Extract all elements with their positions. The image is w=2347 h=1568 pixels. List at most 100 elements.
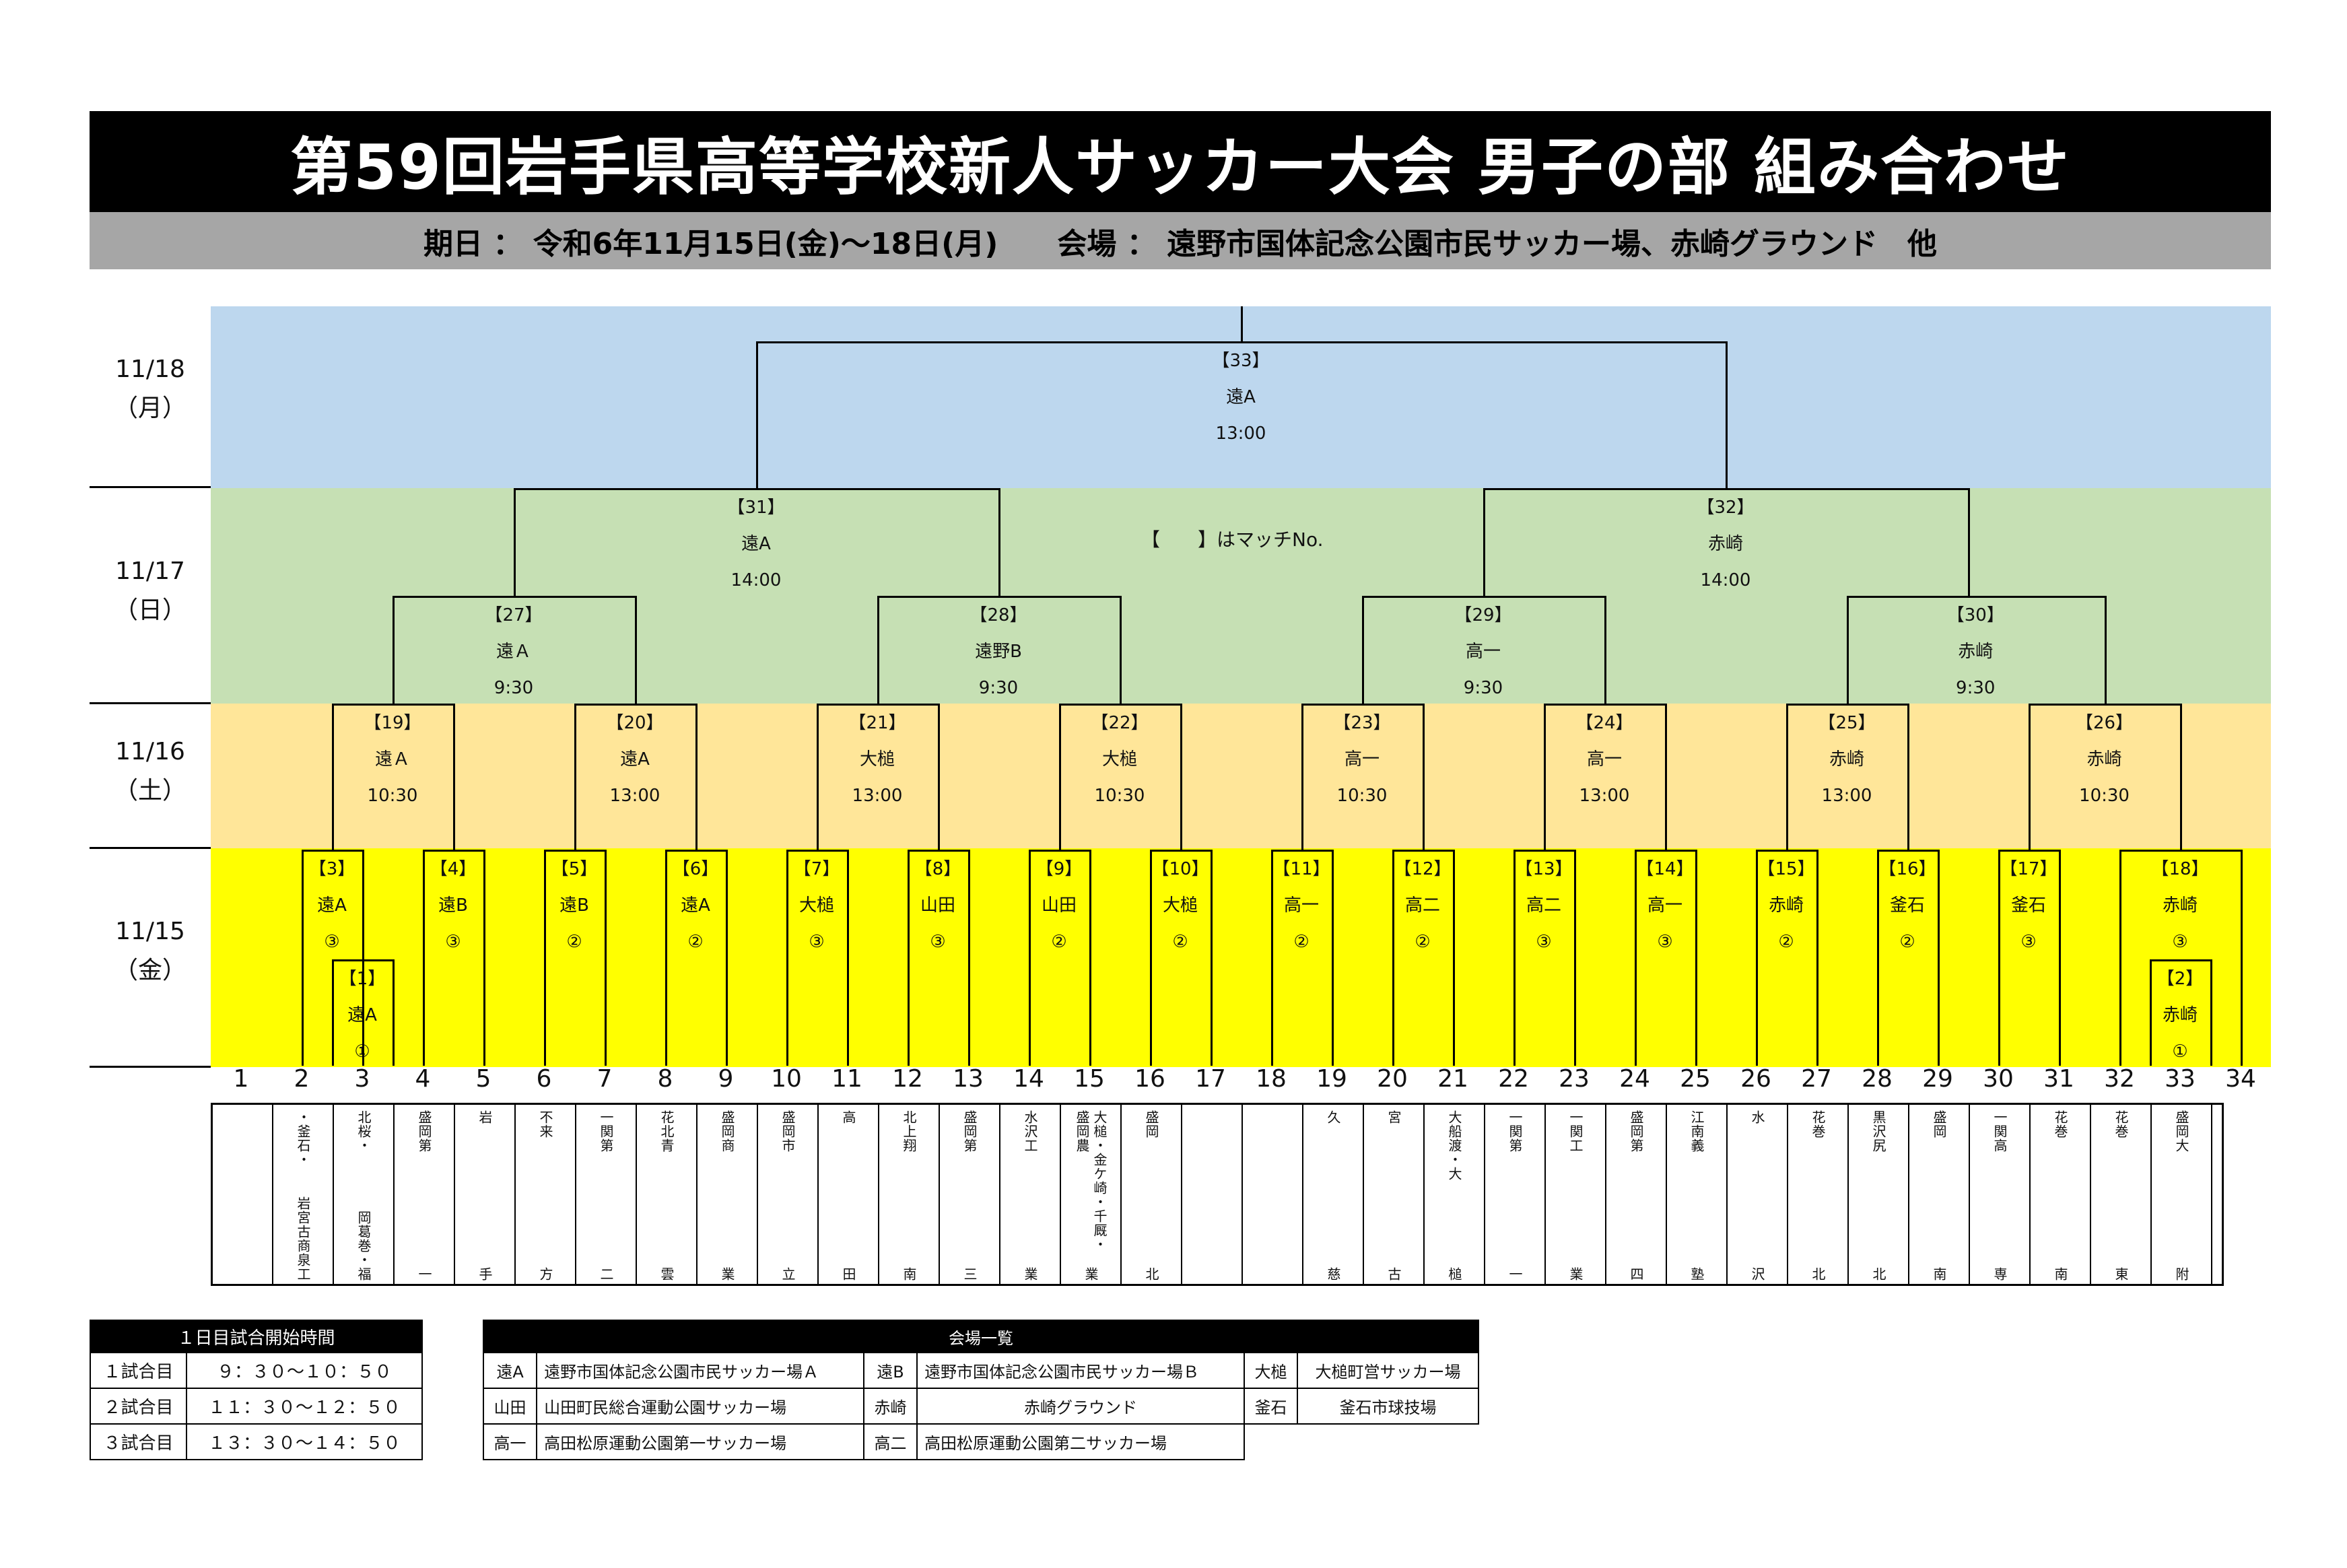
team-name-top: 久: [1325, 1110, 1341, 1124]
match-no: 【29】: [1454, 605, 1512, 625]
team-name-bottom: 方: [537, 1267, 553, 1281]
team-name-bottom: 業: [719, 1267, 735, 1281]
match-slot: ③: [2020, 932, 2037, 952]
team-name-top: 花巻: [2052, 1110, 2068, 1138]
slot-number: 34: [2225, 1065, 2256, 1093]
match-venue: 赤崎: [2086, 749, 2122, 770]
slot-number: 6: [536, 1065, 552, 1093]
slot-number: 13: [953, 1065, 984, 1093]
day-of-week: （月）: [113, 395, 186, 422]
match-slot: 13:00: [1215, 423, 1266, 444]
match-bracket-6: [665, 850, 728, 1066]
team-name-top: ・釜石・: [295, 1110, 311, 1167]
team-name-bottom: 北: [1870, 1267, 1886, 1281]
band-11-16: [211, 704, 2271, 848]
slot-number: 28: [1862, 1065, 1893, 1093]
team-name-top: 一関第: [598, 1110, 614, 1153]
match-no: 【6】: [672, 859, 719, 879]
team-cell-3: 北桜・岡葛巻・福: [334, 1105, 395, 1284]
slot-number: 29: [1922, 1065, 1953, 1093]
slot-number: 4: [415, 1065, 431, 1093]
team-name-bottom: 北: [1810, 1267, 1826, 1281]
team-name-bottom: 雲: [658, 1267, 675, 1281]
team-name-top: 花巻: [1810, 1110, 1826, 1138]
match-venue: 遠A: [347, 1005, 377, 1025]
team-name-top: 北上翔: [901, 1110, 917, 1153]
venue-name: 赤崎グラウンド: [916, 1388, 1245, 1425]
match-slot: 9:30: [1956, 678, 1996, 698]
match-venue: 大槌: [1162, 895, 1198, 916]
day-of-week: （金）: [113, 957, 186, 984]
slot-number: 21: [1437, 1065, 1468, 1093]
team-name-top: 盛岡第: [961, 1110, 978, 1153]
team-name-top: 盛岡: [1931, 1110, 1947, 1138]
match-slot: 14:00: [1700, 570, 1751, 590]
team-cell-4: 盛岡第一: [395, 1105, 455, 1284]
match-venue: 遠A: [317, 895, 347, 916]
venue-name: 遠野市国体記念公園市民サッカー場Ｂ: [916, 1352, 1245, 1389]
match-no: 【33】: [1212, 351, 1270, 371]
match-bracket-21: [817, 704, 940, 850]
match-no: 【5】: [551, 859, 598, 879]
match-venue: 遠A: [681, 895, 710, 916]
slot-number: 1: [233, 1065, 249, 1093]
team-cell-25: 江南義塾: [1667, 1105, 1728, 1284]
table-row: 遠A 遠野市国体記念公園市民サッカー場Ａ 遠B 遠野市国体記念公園市民サッカー場…: [482, 1352, 1479, 1389]
match-venue: 遠A: [741, 534, 771, 554]
match-no: 【1】: [339, 969, 386, 989]
team-name-top: 盛岡市: [780, 1110, 796, 1153]
slot-number: 26: [1740, 1065, 1771, 1093]
match-venue: 赤崎: [2162, 1005, 2198, 1025]
team-name-bottom: 南: [901, 1267, 917, 1281]
slot-number: 32: [2104, 1065, 2135, 1093]
match-venue: 釜石: [1889, 895, 1925, 916]
match-bracket-12: [1392, 850, 1455, 1066]
match-slot: ③: [1657, 932, 1673, 952]
team-cell-14: 水沢工業: [1000, 1105, 1061, 1284]
team-name-bottom: 塾: [1689, 1267, 1705, 1281]
final-stem: [1241, 306, 1243, 341]
match-no: 【17】: [2000, 859, 2057, 879]
slot-number: 16: [1134, 1065, 1165, 1093]
match-no: 【2】: [2156, 969, 2204, 989]
team-name-bottom: 三: [961, 1267, 978, 1281]
team-cell-16: 盛岡北: [1122, 1105, 1182, 1284]
slot-number: 20: [1377, 1065, 1408, 1093]
match-slot: ②: [1899, 932, 1915, 952]
venue-abbr: 遠B: [862, 1352, 918, 1389]
match-no: 【26】: [2075, 713, 2134, 733]
match-venue: 遠Ａ: [496, 642, 531, 662]
match-venue: 釜石: [2010, 895, 2046, 916]
team-name-bottom: 二: [598, 1267, 614, 1281]
team-name-bottom: 四: [1628, 1267, 1644, 1281]
match-bracket-15: [1756, 850, 1818, 1066]
slot-number: 12: [892, 1065, 923, 1093]
team-name-bottom: 岩宮古商泉工: [295, 1196, 311, 1281]
team-cell-27: 花巻北: [1788, 1105, 1849, 1284]
team-cell-9: 盛岡商業: [698, 1105, 758, 1284]
match-no: 【32】: [1697, 498, 1755, 518]
slot-number: 10: [771, 1065, 802, 1093]
event-dates-venue: 期日 ： 令和6年11月15日(金)～18日(月) 会場 ： 遠野市国体記念公園…: [90, 212, 2271, 269]
match-slot: ③: [445, 932, 461, 952]
match-no: 【7】: [793, 859, 840, 879]
game-time: １１：３０～１２：５０: [186, 1388, 423, 1425]
match-slot: 13:00: [609, 786, 660, 806]
team-name-top: 宮: [1386, 1110, 1402, 1124]
match-venue: 高二: [1526, 895, 1561, 916]
team-name-bottom: 業: [1083, 1267, 1099, 1281]
slot-number: 30: [1983, 1065, 2014, 1093]
match-bracket-23: [1301, 704, 1425, 850]
team-cell-28: 黒沢尻北: [1849, 1105, 1909, 1284]
